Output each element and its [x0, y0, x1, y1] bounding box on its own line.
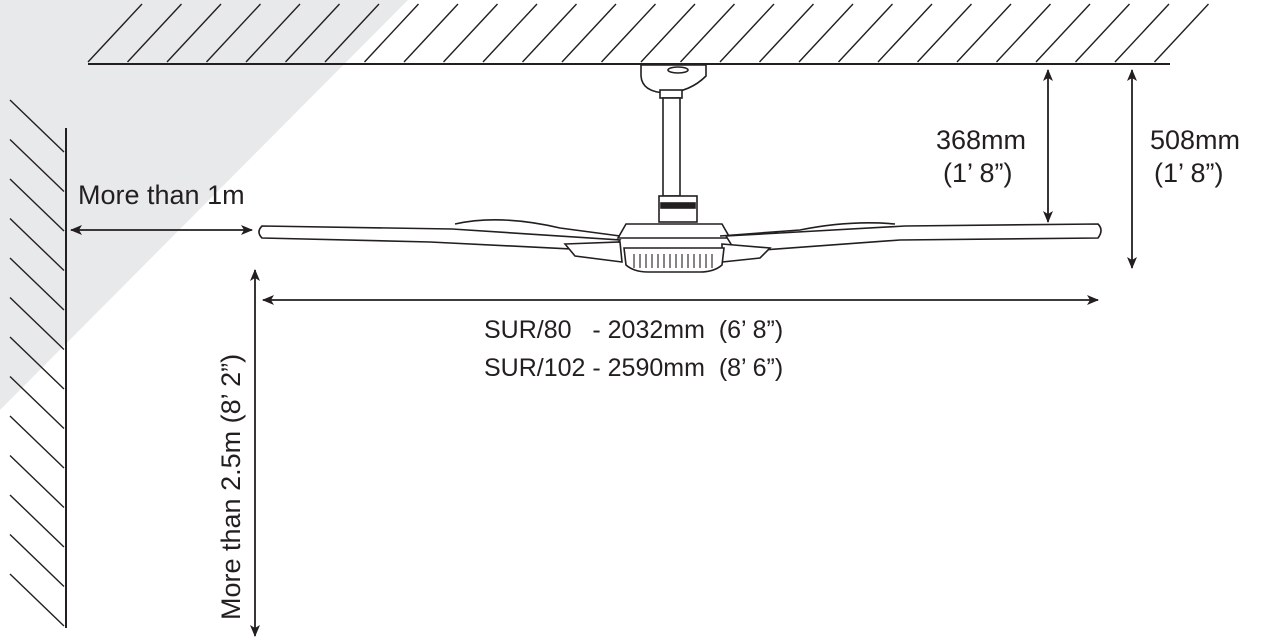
wall-hatch-stroke [9, 494, 65, 548]
ceiling-hatch-stroke [1035, 3, 1091, 63]
ceiling-hatch [87, 3, 1210, 63]
ceiling-hatch-stroke [324, 3, 380, 63]
wall-hatch-stroke [9, 99, 65, 153]
ceiling [87, 3, 1210, 65]
blade-left-arm [454, 219, 621, 237]
wall-hatch [9, 99, 65, 627]
ceiling-hatch-stroke [600, 3, 657, 63]
ceiling-hatch-stroke [284, 3, 341, 63]
ceiling-hatch-stroke [126, 3, 183, 63]
ceiling-hatch-stroke [205, 3, 262, 63]
wall-hatch-stroke [9, 217, 65, 272]
ceiling-hatch-stroke [995, 3, 1052, 63]
wall-hatch-stroke [9, 454, 65, 509]
span-sur80-label: SUR/80 - 2032mm (6’ 8”) [484, 316, 783, 344]
wall-hatch-stroke [9, 336, 65, 390]
ceiling-hatch-stroke [561, 3, 617, 63]
blade-right [724, 223, 1102, 253]
ceiling-hatch-stroke [521, 3, 578, 63]
ceiling-hatch-stroke [442, 3, 499, 63]
light-kit-grill [633, 254, 713, 268]
ceiling-hatch-stroke [482, 3, 538, 63]
drop-long-value: 508mm [1150, 125, 1240, 155]
wall-hatch-stroke [9, 375, 65, 430]
ceiling-hatch-stroke [719, 3, 775, 63]
fan-downrod [662, 97, 681, 197]
fan-coupler [658, 195, 698, 223]
motor-housing [616, 223, 732, 239]
shade-background [0, 0, 408, 410]
wall [9, 99, 67, 628]
ceiling-hatch-stroke [837, 3, 894, 63]
drop-long-imperial: (1’ 8”) [1154, 158, 1224, 188]
ceiling-hatch-stroke [758, 3, 815, 63]
ceiling-hatch-stroke [679, 3, 736, 63]
wall-hatch-stroke [9, 415, 65, 469]
canopy-badge [667, 66, 689, 74]
ceiling-hatch-stroke [403, 3, 459, 63]
ceiling-hatch-stroke [363, 3, 420, 63]
span-sur102-label: SUR/102 - 2590mm (8’ 6”) [484, 354, 783, 382]
ceiling-hatch-stroke [916, 3, 973, 63]
blade-left [258, 225, 622, 252]
ceiling-hatch-stroke [1114, 3, 1170, 63]
ceiling-hatch-stroke [1153, 3, 1210, 63]
wall-hatch-stroke [9, 296, 65, 351]
ceiling-hatch-stroke [956, 3, 1012, 63]
blade-center-left [563, 241, 623, 263]
wall-hatch-stroke [9, 573, 65, 627]
wall-clearance-label: More than 1m [78, 180, 245, 210]
wall-hatch-stroke [9, 138, 65, 193]
dimension-arrows [70, 69, 1137, 637]
coupler-band [660, 202, 696, 209]
floor-clearance-label: More than 2.5m (8’ 2”) [216, 354, 246, 620]
drop-short-imperial: (1’ 8”) [943, 158, 1013, 188]
wall-hatch-stroke [9, 533, 65, 588]
ceiling-hatch-stroke [1074, 3, 1131, 63]
ceiling-fan [258, 64, 1102, 273]
ceiling-hatch-stroke [245, 3, 301, 63]
wall-hatch-stroke [9, 257, 65, 311]
drop-short-value: 368mm [936, 125, 1026, 155]
wall-hatch-stroke [9, 178, 65, 232]
ceiling-hatch-stroke [798, 3, 854, 63]
ceiling-hatch-stroke [87, 3, 143, 63]
blade-right-arm [719, 222, 896, 237]
blade-center-right [721, 243, 772, 263]
light-kit [623, 247, 725, 273]
ceiling-hatch-stroke [640, 3, 696, 63]
ceiling-hatch-stroke [166, 3, 222, 63]
ceiling-hatch-stroke [877, 3, 933, 63]
canopy-collar [659, 89, 683, 99]
